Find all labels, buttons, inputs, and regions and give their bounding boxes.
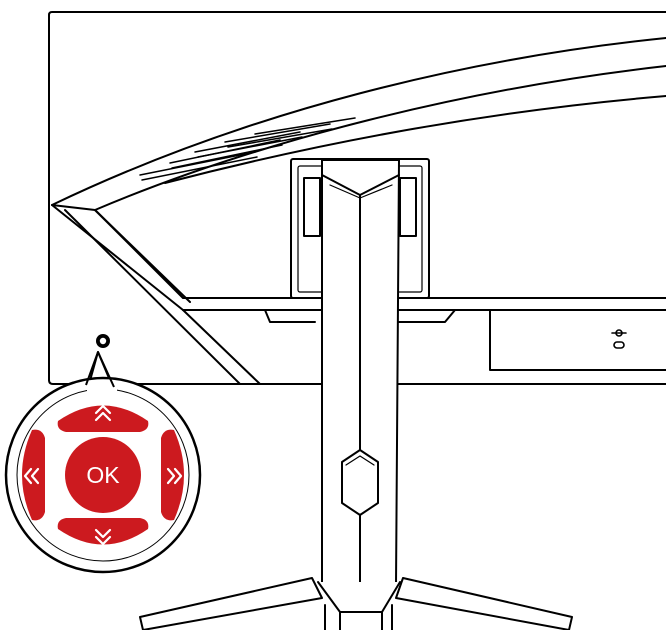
ok-label: OK [86, 462, 120, 488]
stand-base [139, 577, 573, 630]
double-chevron-down-icon [94, 528, 112, 546]
joystick-up-pad[interactable] [57, 404, 149, 433]
joystick-button[interactable] [96, 334, 110, 348]
down-pad-shape [57, 518, 149, 545]
stand-neck [321, 159, 400, 586]
joystick-left-pad[interactable] [22, 429, 45, 521]
double-chevron-up-icon [94, 404, 112, 422]
rear-shell-curves [51, 37, 666, 385]
up-pad-shape [57, 405, 149, 432]
monitor-back-panel [48, 11, 666, 385]
joystick-right-pad[interactable] [161, 429, 184, 521]
double-chevron-right-icon [166, 467, 183, 485]
joystick-ok-button[interactable]: OK [65, 437, 141, 513]
kensington-lock-icon [611, 329, 627, 349]
double-chevron-left-icon [23, 467, 40, 485]
vent-slots [139, 117, 356, 181]
joystick-down-pad[interactable] [57, 518, 149, 546]
